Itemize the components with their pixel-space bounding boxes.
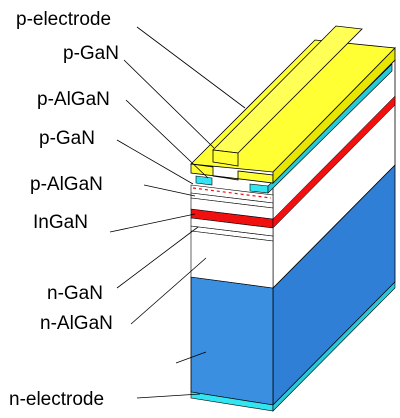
label-p-gan-mid: p-GaN <box>39 128 95 149</box>
substrate-block <box>190 164 396 406</box>
substrate-front-face <box>190 276 274 406</box>
p-electrode-front <box>190 163 274 184</box>
n-gan-layer <box>190 230 274 289</box>
p-electrode-layer <box>190 25 396 184</box>
leader-lines <box>109 26 246 399</box>
ridge-cyan-right <box>249 183 269 194</box>
label-p-gan-top: p-GaN <box>63 43 119 64</box>
label-ingan: InGaN <box>33 212 88 233</box>
spacer-layer-lower <box>190 217 274 237</box>
ingan-side-stripe <box>272 95 396 229</box>
ridge-cyan-left <box>195 175 213 186</box>
leader-n-algan <box>130 257 207 325</box>
p-electrode-side <box>272 47 396 184</box>
label-n-algan: n-AlGaN <box>40 313 113 334</box>
leader-n-gan <box>116 226 199 289</box>
layer-stack-front <box>190 184 274 289</box>
leader-p-gan-mid <box>116 139 194 185</box>
label-n-electrode: n-electrode <box>9 389 105 410</box>
n-electrode-layer <box>190 281 396 412</box>
ridge-structure <box>195 63 393 194</box>
leader-p-algan-mid <box>143 184 196 197</box>
leader-p-algan-top <box>125 99 209 179</box>
label-p-algan-mid: p-AlGaN <box>30 174 103 195</box>
leader-p-gan-top <box>123 59 215 149</box>
label-p-electrode: p-electrode <box>16 9 112 30</box>
leader-n-electrode <box>136 393 201 399</box>
label-p-algan-top: p-AlGaN <box>37 89 110 110</box>
leader-ingan <box>109 213 196 233</box>
leader-p-electrode <box>136 26 246 109</box>
n-electrode-side <box>272 281 396 412</box>
p-electrode-ridge-left <box>212 149 239 167</box>
leader-substrate <box>175 351 207 364</box>
label-n-gan: n-GaN <box>47 283 103 304</box>
p-gan-dashed-line <box>192 187 272 199</box>
